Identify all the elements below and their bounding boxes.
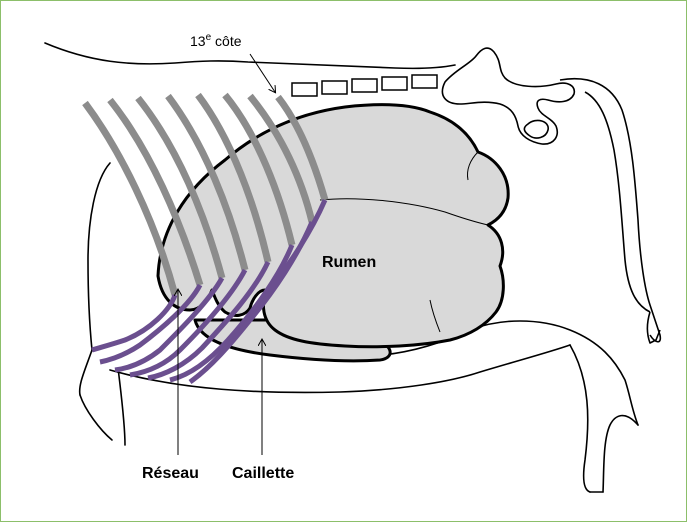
label-caillette: Caillette <box>232 465 294 482</box>
label-rumen: Rumen <box>322 254 376 271</box>
lumbar-vertebrae <box>292 75 437 96</box>
label-13e-cote: 13e côte <box>190 32 242 49</box>
rib-purple <box>92 295 175 350</box>
tail <box>560 79 660 343</box>
vertebra <box>322 81 347 94</box>
rumen-body <box>158 105 508 347</box>
vertebra <box>292 83 317 96</box>
vertebra <box>412 75 437 88</box>
arrow-13e-cote <box>250 54 275 92</box>
label-reseau: Réseau <box>142 465 199 482</box>
vertebra <box>352 79 377 92</box>
vertebra <box>382 77 407 90</box>
